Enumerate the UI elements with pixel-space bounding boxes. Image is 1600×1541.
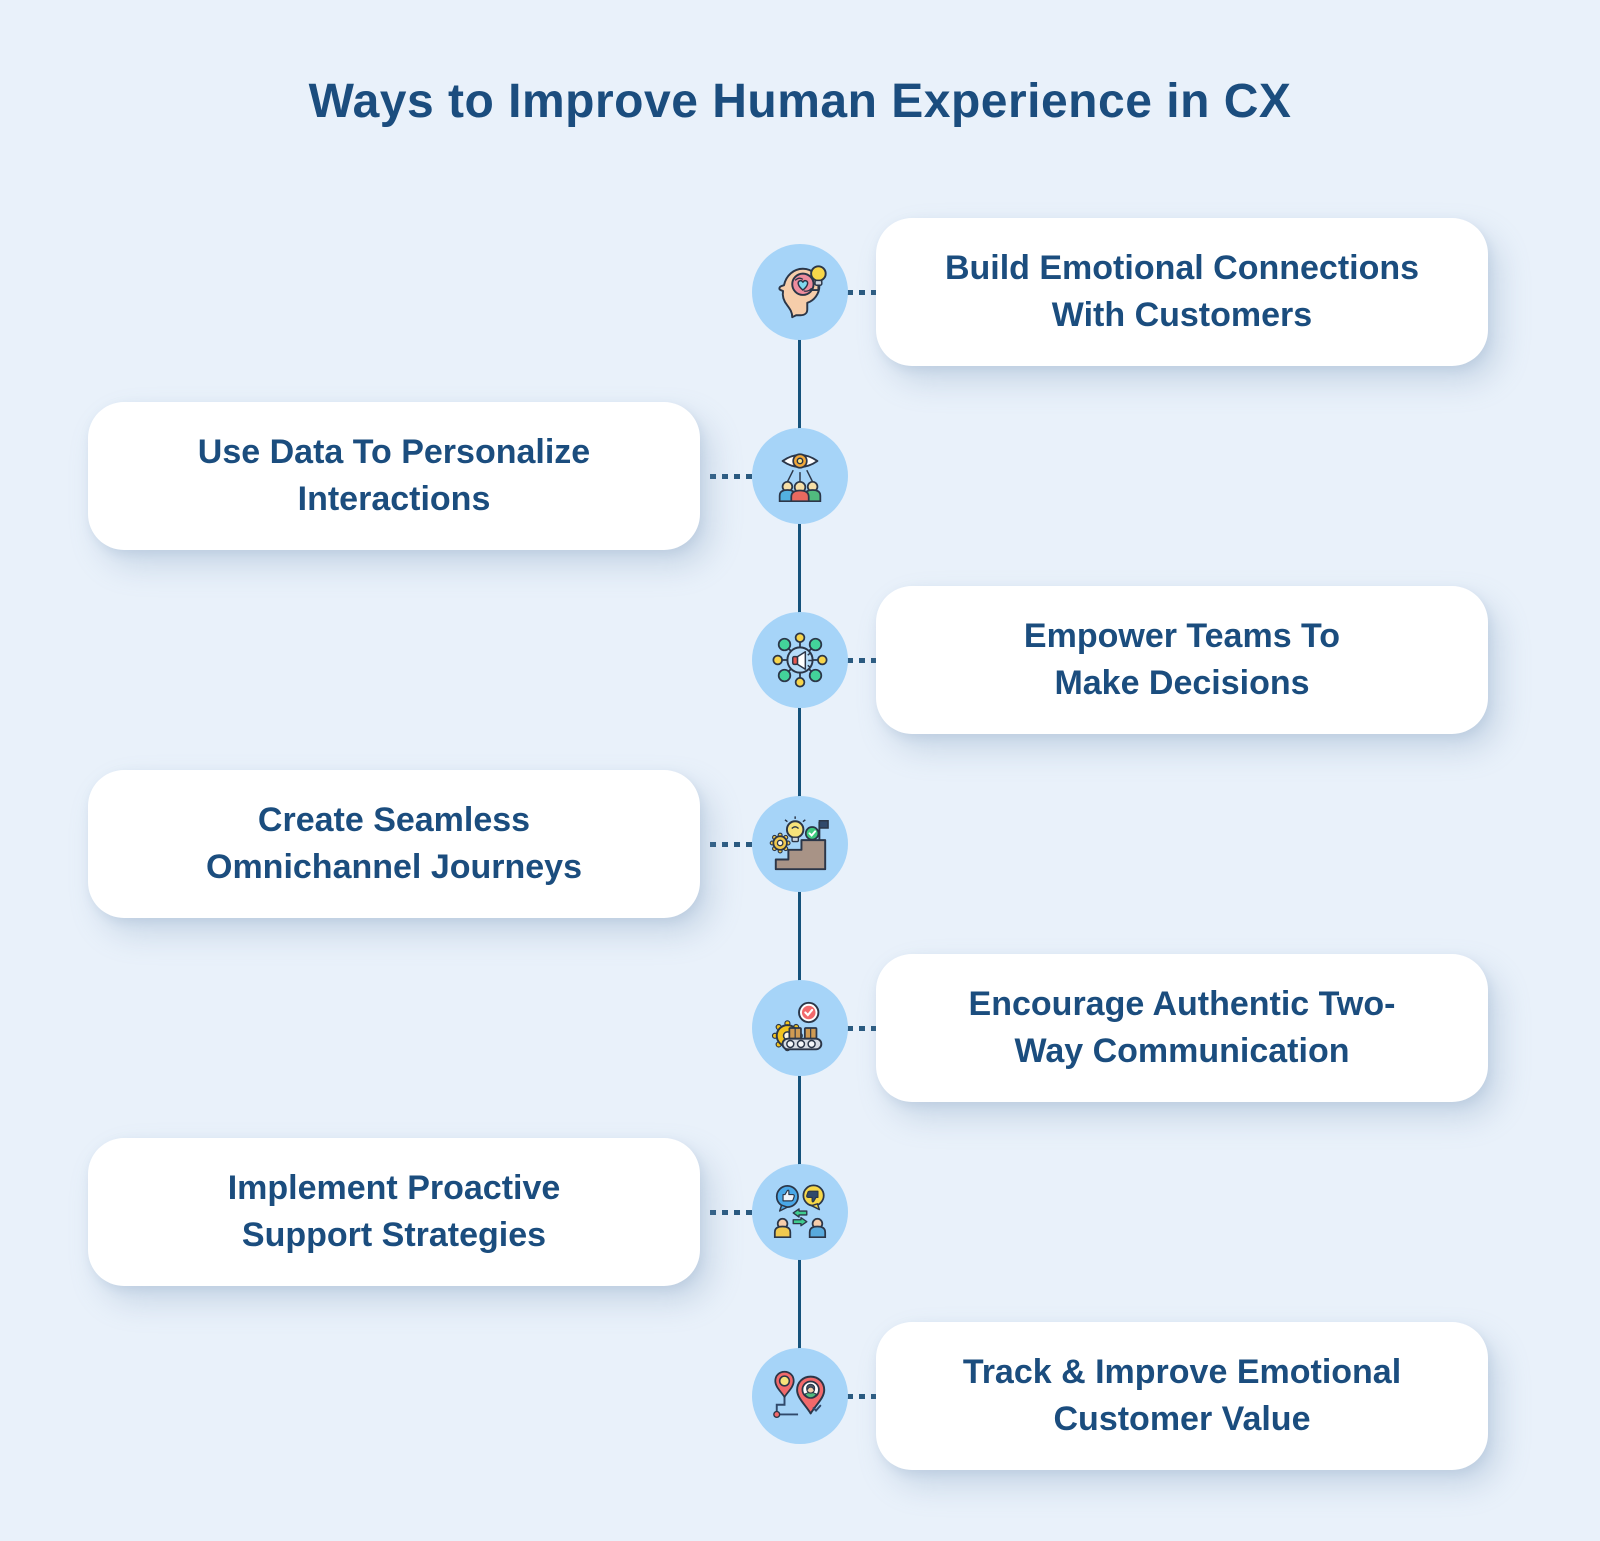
eye-audience-icon (778, 453, 822, 503)
step-label: Implement Proactive Support Strategies (227, 1169, 561, 1254)
timeline-node (752, 612, 848, 708)
dotted-connector (847, 1026, 889, 1031)
step-card: Build Emotional Connections With Custome… (876, 218, 1488, 366)
dotted-connector (710, 1210, 752, 1215)
timeline-node (752, 980, 848, 1076)
megaphone-network-icon (772, 632, 828, 688)
dotted-connector (847, 1394, 889, 1399)
step-label: Create Seamless Omnichannel Journeys (206, 801, 582, 886)
feedback-people-icon (773, 1184, 827, 1239)
dotted-connector (847, 658, 889, 663)
step-label: Empower Teams To Make Decisions (1023, 617, 1341, 702)
step-card: Create Seamless Omnichannel Journeys (88, 770, 700, 918)
journey-pins-icon (773, 1370, 826, 1418)
step-label: Build Emotional Connections With Custome… (944, 249, 1420, 334)
conveyor-check-icon (771, 1001, 823, 1052)
stairs-goal-icon (769, 816, 829, 871)
step-card: Encourage Authentic Two- Way Communicati… (876, 954, 1488, 1102)
timeline-node (752, 1164, 848, 1260)
dotted-connector (710, 842, 752, 847)
timeline-node (752, 244, 848, 340)
timeline-node (752, 428, 848, 524)
dotted-connector (847, 290, 889, 295)
step-card: Empower Teams To Make Decisions (876, 586, 1488, 734)
step-card: Track & Improve Emotional Customer Value (876, 1322, 1488, 1470)
step-label: Encourage Authentic Two- Way Communicati… (968, 985, 1396, 1070)
step-card: Use Data To Personalize Interactions (88, 402, 700, 550)
timeline-node (752, 796, 848, 892)
step-label: Track & Improve Emotional Customer Value (962, 1353, 1402, 1438)
dotted-connector (710, 474, 752, 479)
step-label: Use Data To Personalize Interactions (197, 433, 591, 518)
head-heart-lightbulb-icon (778, 265, 827, 319)
page-title: Ways to Improve Human Experience in CX (308, 75, 1292, 128)
timeline-node (752, 1348, 848, 1444)
step-card: Implement Proactive Support Strategies (88, 1138, 700, 1286)
